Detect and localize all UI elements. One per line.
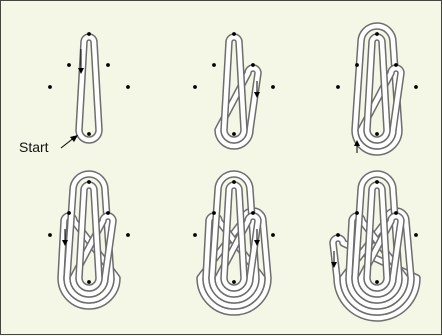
pin-dot (355, 211, 359, 215)
pin-dot (48, 233, 52, 237)
pin-dot (126, 233, 130, 237)
pin-dot (193, 233, 197, 237)
pin-dot (414, 233, 418, 237)
pin-dot (87, 180, 91, 184)
panels-layer (48, 26, 418, 318)
pin-dot (67, 63, 71, 67)
start-label: Start (19, 139, 49, 155)
pin-dot (394, 211, 398, 215)
pin-dot (212, 63, 216, 67)
pin-dot (193, 85, 197, 89)
start-arrow-head (70, 135, 78, 142)
panel-step-1 (48, 32, 130, 140)
pin-dot (414, 85, 418, 89)
pin-dot (232, 180, 236, 184)
pin-dot (106, 211, 110, 215)
panel-step-4 (48, 174, 130, 306)
panel-step-3 (336, 26, 418, 153)
panel-step-2 (193, 32, 275, 146)
pin-dot (375, 280, 379, 284)
pin-dot (251, 63, 255, 67)
pin-dot (232, 32, 236, 36)
pin-dot (67, 211, 71, 215)
pin-dot (336, 233, 340, 237)
pin-dot (336, 85, 340, 89)
pin-dot (126, 85, 130, 89)
pin-dot (394, 63, 398, 67)
start-arrow (61, 135, 78, 148)
pin-dot (232, 280, 236, 284)
pin-dot (106, 63, 110, 67)
pin-dot (355, 63, 359, 67)
pin-dot (375, 180, 379, 184)
pin-dot (251, 211, 255, 215)
panel-step-6 (331, 174, 418, 318)
pin-dot (87, 132, 91, 136)
pin-dot (87, 32, 91, 36)
pin-dot (271, 233, 275, 237)
pin-dot (271, 85, 275, 89)
pin-dot (87, 280, 91, 284)
pin-dot (48, 85, 52, 89)
pin-dot (375, 32, 379, 36)
pin-dot (232, 132, 236, 136)
pin-dot (212, 211, 216, 215)
panel-step-5 (193, 174, 275, 312)
pin-dot (375, 132, 379, 136)
